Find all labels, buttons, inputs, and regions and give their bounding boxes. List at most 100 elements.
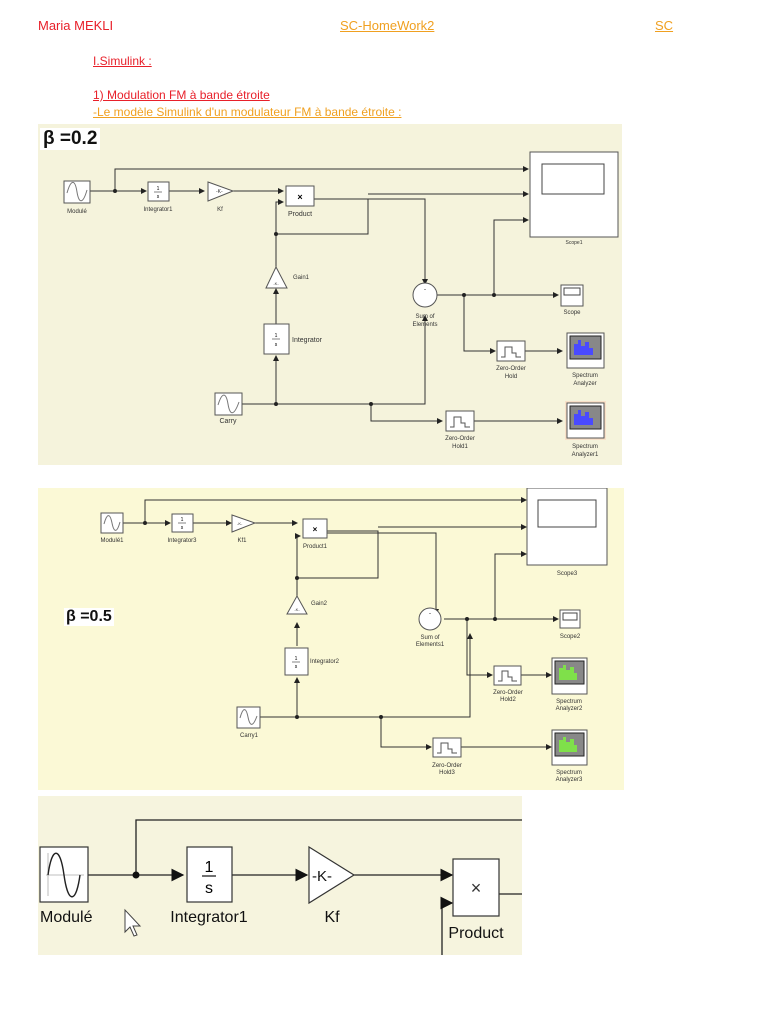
- scope-block-large[interactable]: [529, 151, 619, 238]
- integrator-block[interactable]: 1 s: [171, 513, 194, 533]
- course-link[interactable]: SC: [655, 18, 674, 33]
- zero-order-hold-block[interactable]: [493, 665, 522, 686]
- block-label: Scope: [563, 310, 581, 316]
- sine-source-block[interactable]: [214, 392, 243, 416]
- product-block[interactable]: ×: [285, 185, 315, 207]
- scope-block[interactable]: [560, 284, 584, 307]
- branch-point: [132, 871, 140, 879]
- sine-source-block[interactable]: [236, 706, 261, 729]
- branch-point: [462, 293, 466, 297]
- sine-source-block[interactable]: [100, 512, 124, 534]
- branch-point: [492, 293, 496, 297]
- block-label: Integrator: [292, 337, 323, 344]
- branch-point: [274, 232, 278, 236]
- multiply-icon: ×: [471, 878, 482, 898]
- scope-block-large[interactable]: [526, 488, 608, 566]
- multiply-icon: ×: [313, 525, 318, 534]
- block-label: Carry: [219, 418, 237, 425]
- sum-block[interactable]: -: [418, 607, 442, 631]
- block-label: Integrator2: [310, 659, 340, 665]
- gain-block[interactable]: -K-: [265, 265, 288, 289]
- block-label: Hold1: [452, 444, 468, 450]
- block-label: Hold2: [500, 697, 516, 703]
- svg-text:1: 1: [295, 656, 298, 662]
- svg-text:s: s: [275, 342, 278, 348]
- block-label: Modulé: [67, 209, 87, 215]
- gain-block[interactable]: -K-: [308, 845, 356, 905]
- svg-text:s: s: [181, 525, 184, 531]
- signal-lines: [122, 497, 559, 750]
- sine-wave-icon: [217, 394, 240, 414]
- block-label: Spectrum: [572, 444, 598, 450]
- sine-wave-icon: [103, 515, 121, 531]
- svg-text:-: -: [429, 611, 431, 617]
- branch-point: [379, 715, 383, 719]
- document-link[interactable]: SC-HomeWork2: [340, 18, 435, 33]
- branch-point: [295, 576, 299, 580]
- section-heading: I.Simulink :: [93, 54, 152, 68]
- product-block[interactable]: ×: [302, 518, 328, 539]
- svg-text:-K-: -K-: [273, 281, 279, 286]
- spectrum-analyzer-block[interactable]: [565, 401, 606, 440]
- diagram3-canvas: Modulé 1 s Integrator1 -K- Kf × Product: [39, 819, 522, 955]
- sine-wave-icon: [66, 181, 88, 202]
- sum-block[interactable]: -: [412, 282, 438, 308]
- zero-order-hold-block[interactable]: [496, 340, 526, 362]
- svg-text:1: 1: [181, 517, 184, 523]
- multiply-icon: ×: [297, 192, 302, 202]
- svg-text:-: -: [424, 287, 426, 293]
- step-icon: [501, 346, 521, 358]
- block-label: Modulé1: [100, 538, 124, 544]
- gain-glyph: -K-: [216, 189, 223, 195]
- spectrum-analyzer-block[interactable]: [551, 729, 588, 766]
- block-label: Scope2: [560, 634, 581, 640]
- sine-wave-icon: [239, 709, 258, 725]
- block-label: Product: [448, 925, 504, 942]
- svg-text:-K-: -K-: [237, 521, 243, 526]
- block-label: Integrator3: [167, 538, 197, 544]
- branch-point: [143, 521, 147, 525]
- block-label: Zero-Order: [445, 436, 475, 442]
- integrator-block[interactable]: 1 s: [284, 647, 309, 676]
- gain-glyph: -K-: [312, 868, 332, 885]
- branch-point: [493, 617, 497, 621]
- gain-block[interactable]: -K-: [207, 181, 235, 202]
- signal-lines: [90, 166, 563, 424]
- block-label: Sum of: [415, 314, 434, 320]
- svg-text:1: 1: [275, 333, 278, 339]
- block-label: Analyzer3: [556, 777, 583, 783]
- gain-block[interactable]: -K-: [231, 514, 257, 533]
- spectrum-analyzer-block[interactable]: [566, 332, 605, 369]
- zero-order-hold-block[interactable]: [432, 737, 462, 758]
- figure-caption: -Le modèle Simulink d'un modulateur FM à…: [93, 105, 402, 119]
- block-label: Integrator1: [170, 909, 247, 926]
- block-label: Product1: [303, 544, 328, 550]
- spectrum-icon: [574, 340, 593, 355]
- branch-point: [295, 715, 299, 719]
- zero-order-hold-block[interactable]: [445, 410, 475, 432]
- author-name: Maria MEKLI: [38, 18, 114, 33]
- integrator-denominator: s: [205, 880, 213, 897]
- product-block[interactable]: ×: [452, 858, 500, 917]
- spectrum-icon: [559, 737, 577, 752]
- subsection-heading: 1) Modulation FM à bande étroite: [93, 88, 270, 102]
- block-label: Elements1: [416, 642, 445, 648]
- spectrum-icon: [574, 410, 593, 425]
- branch-point: [465, 617, 469, 621]
- integrator-block[interactable]: 1 s: [147, 181, 170, 202]
- block-label: Modulé: [40, 909, 93, 926]
- block-label: Spectrum: [556, 770, 582, 776]
- sine-source-block[interactable]: [63, 180, 91, 204]
- beta-label: β =0.5: [64, 608, 114, 626]
- simulink-diagram-beta-0-5: β =0.5: [38, 488, 624, 790]
- sine-source-block[interactable]: [39, 846, 89, 903]
- integrator-numerator: 1: [205, 859, 214, 876]
- integrator-glyph: 1: [157, 186, 160, 192]
- spectrum-analyzer-block[interactable]: [551, 657, 588, 695]
- mouse-cursor-icon: [124, 908, 142, 937]
- integrator-block[interactable]: 1 s: [263, 323, 290, 355]
- block-label: Product: [288, 211, 312, 218]
- gain-block[interactable]: -K-: [286, 594, 308, 615]
- integrator-block[interactable]: 1 s: [186, 846, 233, 903]
- scope-block[interactable]: [559, 609, 581, 629]
